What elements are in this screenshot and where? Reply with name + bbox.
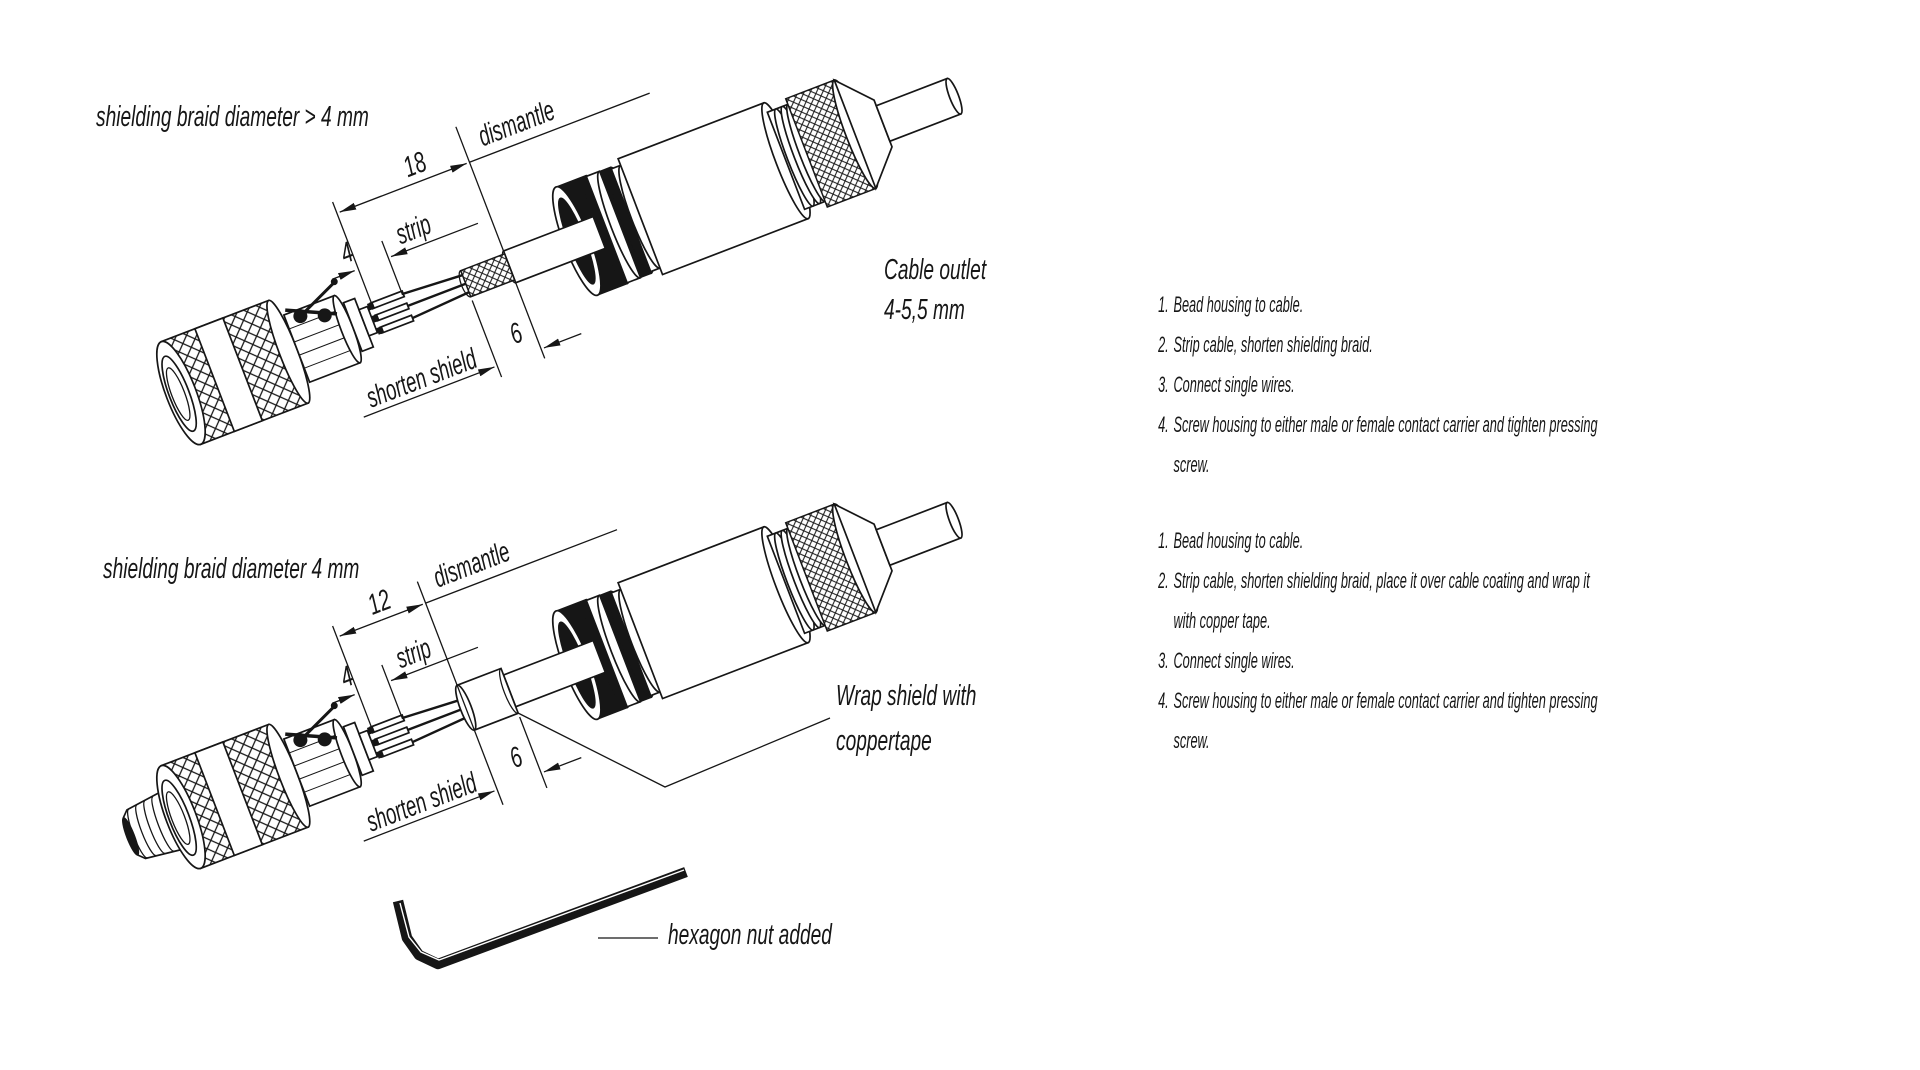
diagram-top-drawing: 18 dismantle 4 strip 6 shorten shield — [145, 35, 982, 452]
step-item: Strip cable, shorten shielding braid, pl… — [1172, 561, 1609, 641]
step-item: Screw housing to either male or female c… — [1172, 681, 1609, 761]
dim-label-strip-bottom: strip — [391, 633, 435, 676]
dim-value-shield-top: 6 — [505, 317, 527, 350]
diagram-top-title: shielding braid diameter > 4 mm — [96, 101, 369, 133]
wrap-shield-leader-line — [517, 712, 831, 788]
assembly-steps-top-list: Bead housing to cable. Strip cable, shor… — [1134, 285, 1610, 485]
step-item: Connect single wires. — [1172, 365, 1609, 405]
cable-outlet-note: Cable outlet 4-5,5 mm — [884, 250, 986, 330]
assembly-steps-top: Bead housing to cable. Strip cable, shor… — [1134, 285, 1610, 485]
dim-value-shield-bottom: 6 — [505, 741, 527, 774]
dim-label-shorten-shield-bottom: shorten shield — [362, 767, 482, 839]
assembly-steps-bottom-list: Bead housing to cable. Strip cable, shor… — [1134, 521, 1610, 761]
dim-value-strip-bottom: 4 — [336, 661, 358, 694]
assembly-steps-bottom: Bead housing to cable. Strip cable, shor… — [1134, 521, 1610, 761]
hex-key-drawing — [392, 867, 688, 970]
dim-label-shorten-shield-top: shorten shield — [362, 343, 482, 415]
wrap-shield-note: Wrap shield with coppertape — [836, 674, 976, 764]
cable-outlet-line2: 4-5,5 mm — [884, 294, 965, 326]
diagram-bottom-title: shielding braid diameter 4 mm — [103, 553, 360, 585]
step-item: Bead housing to cable. — [1172, 285, 1609, 325]
dim-value-strip-top: 4 — [336, 237, 358, 270]
diagram-bottom-drawing: 12 dismantle 4 strip 6 shorten shield — [114, 459, 982, 876]
step-item: Screw housing to either male or female c… — [1172, 405, 1609, 485]
step-item: Bead housing to cable. — [1172, 521, 1609, 561]
cable-outlet-line1: Cable outlet — [884, 254, 987, 286]
wrap-shield-line1: Wrap shield with — [836, 680, 977, 712]
wrap-shield-line2: coppertape — [836, 725, 932, 757]
step-item: Connect single wires. — [1172, 641, 1609, 681]
shielding-braid — [458, 252, 516, 298]
dim-label-strip-top: strip — [391, 209, 435, 252]
hexagon-nut-note: hexagon nut added — [668, 919, 832, 951]
step-item: Strip cable, shorten shielding braid. — [1172, 325, 1609, 365]
